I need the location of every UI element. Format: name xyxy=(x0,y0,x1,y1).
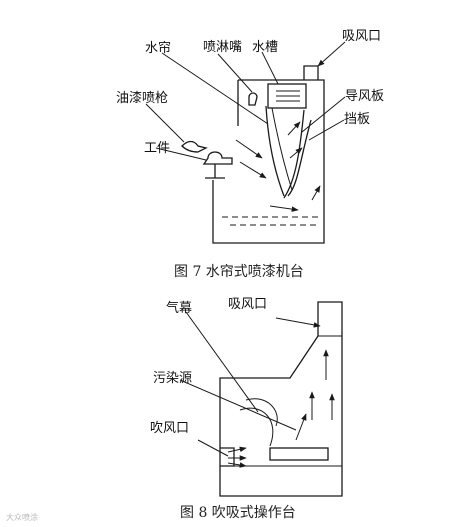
water-curtain xyxy=(265,105,285,197)
label-spray-gun: 油漆喷枪 xyxy=(116,90,168,106)
label-air-curtain: 气幕 xyxy=(166,300,192,316)
label-suction-port-7: 吸风口 xyxy=(342,29,381,44)
label-spray-nozzle: 喷淋嘴 xyxy=(203,40,242,55)
label-water-tank: 水槽 xyxy=(252,40,278,55)
exhaust-duct xyxy=(303,65,319,80)
guide-plate xyxy=(283,109,305,199)
figure-8-caption: 图 8 吹吸式操作台 xyxy=(180,505,296,521)
spray-nozzle xyxy=(248,92,258,106)
label-workpiece: 工件 xyxy=(144,141,170,156)
leader-lines-8 xyxy=(179,311,321,457)
figure-7-caption: 图 7 水帘式喷漆机台 xyxy=(174,264,304,280)
label-blow-port: 吹风口 xyxy=(150,421,189,436)
airflow-arrows-7 xyxy=(235,121,321,212)
watermark: 大众喷涂 xyxy=(6,512,38,522)
label-pollution-source: 污染源 xyxy=(153,371,192,386)
blow-port-box xyxy=(220,447,235,467)
booth-outline xyxy=(212,79,325,244)
label-suction-port-8: 吸风口 xyxy=(228,297,267,312)
figure-7: 水帘 喷淋嘴 水槽 吸风口 油漆喷枪 工件 导风板 挡板 图 7 水帘式喷漆机台 xyxy=(116,29,384,280)
air-curtain-arc-2 xyxy=(245,398,278,427)
water-tank-lines xyxy=(276,90,300,102)
figure-8: 气幕 吸风口 污染源 吹风口 图 8 吹吸式操作台 xyxy=(150,297,343,521)
cabinet-outline xyxy=(219,301,343,497)
workpiece xyxy=(202,151,233,179)
label-baffle: 挡板 xyxy=(344,112,370,127)
label-water-curtain: 水帘 xyxy=(145,40,171,56)
spray-gun xyxy=(181,140,208,153)
airflow-arrows-8 xyxy=(227,349,335,468)
leader-lines-7 xyxy=(145,41,346,161)
label-guide-plate: 导风板 xyxy=(345,89,384,104)
water-tank xyxy=(267,83,307,109)
air-curtain-arc xyxy=(239,407,274,447)
baffle xyxy=(287,119,312,197)
water-curtain-inner xyxy=(271,107,293,191)
worktable xyxy=(269,447,329,461)
